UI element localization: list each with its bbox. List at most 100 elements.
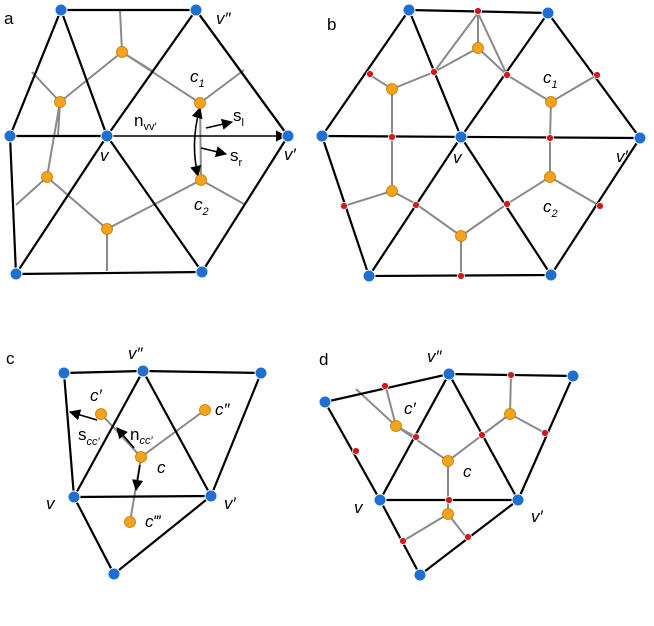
vertex-point bbox=[9, 267, 23, 281]
sl-label: sl bbox=[233, 106, 244, 129]
edge-midpoint bbox=[430, 68, 438, 76]
vertex-point bbox=[454, 130, 468, 144]
vertex-point bbox=[54, 3, 68, 17]
centroid-point bbox=[545, 96, 557, 108]
sr-label: sr bbox=[230, 146, 243, 169]
centroid-label-c2: c2 bbox=[543, 197, 558, 220]
vertex-point bbox=[318, 395, 332, 409]
centroid-point bbox=[124, 516, 136, 528]
s-vector-label: scc′ bbox=[78, 425, 101, 448]
vertex-point bbox=[541, 6, 555, 20]
panel-b: b v v′ c1 c2 bbox=[315, 3, 647, 283]
panel-c-centroids bbox=[95, 404, 211, 528]
centroid-point bbox=[504, 408, 516, 420]
vertex-point bbox=[373, 493, 387, 507]
edge-midpoint bbox=[478, 431, 486, 439]
edge-midpoint bbox=[507, 371, 515, 379]
centroid-label-c2: c2 bbox=[194, 195, 209, 218]
panel-c: c v″ v v′ c′ c″ c c‴ scc′ ncc′ bbox=[6, 344, 268, 581]
panel-a-centroids bbox=[41, 46, 207, 235]
vertex-point bbox=[281, 129, 295, 143]
edge-midpoint bbox=[412, 433, 420, 441]
n-vector-label: nvv′ bbox=[134, 111, 157, 133]
edge-midpoint bbox=[596, 202, 604, 210]
panel-a-dual-edges bbox=[15, 9, 245, 271]
panel-c-dual-edges bbox=[100, 409, 206, 523]
vertex-label-v-dprime: v″ bbox=[128, 344, 144, 363]
centroid-point bbox=[95, 408, 107, 420]
panel-a-mesh-edges bbox=[8, 8, 290, 276]
vertex-label-v-dprime: v″ bbox=[427, 347, 443, 366]
panel-d-vertices bbox=[318, 367, 580, 582]
vertex-label-v: v bbox=[354, 498, 364, 517]
edge-midpoint bbox=[388, 133, 396, 141]
panel-b-midpoints bbox=[340, 7, 604, 280]
panel-label: b bbox=[327, 15, 336, 34]
edge-midpoint bbox=[366, 70, 374, 78]
s-vector-arrow bbox=[68, 409, 98, 421]
vertex-point bbox=[442, 367, 456, 381]
vertex-label-v: v bbox=[453, 148, 463, 167]
vertex-point bbox=[107, 567, 121, 581]
vertex-point bbox=[67, 490, 81, 504]
centroid-label-c-tprime: c‴ bbox=[145, 512, 162, 531]
edge-midpoint bbox=[340, 202, 348, 210]
centroid-point bbox=[194, 97, 206, 109]
edge-midpoint bbox=[546, 134, 554, 142]
centroid-point bbox=[54, 96, 66, 108]
dual-edge-arrow bbox=[132, 464, 144, 492]
centroid-label-c-prime: c′ bbox=[404, 399, 417, 418]
vertex-label-v-prime: v′ bbox=[224, 494, 237, 513]
edge-midpoint bbox=[593, 71, 601, 79]
centroid-point bbox=[386, 83, 398, 95]
panel-b-centroids bbox=[386, 42, 557, 242]
sr-arrow bbox=[200, 146, 228, 158]
centroid-label-c1: c1 bbox=[543, 68, 558, 91]
centroid-point bbox=[199, 404, 211, 416]
vertex-label-v-prime: v′ bbox=[616, 147, 629, 166]
edge-midpoint bbox=[541, 429, 549, 437]
vertex-point bbox=[362, 269, 376, 283]
edge-midpoint bbox=[352, 447, 360, 455]
centroid-label-c: c bbox=[463, 462, 472, 481]
centroid-point bbox=[442, 508, 454, 520]
vertex-point bbox=[566, 369, 580, 383]
centroid-point bbox=[41, 171, 53, 183]
edge-midpoint bbox=[399, 537, 407, 545]
centroid-point bbox=[386, 185, 398, 197]
vertex-point bbox=[204, 489, 218, 503]
panel-a: a v v′ v″ c1 c2 nvv′ sl sr bbox=[3, 3, 297, 281]
centroid-point bbox=[544, 171, 556, 183]
n-vector-label: ncc′ bbox=[130, 425, 153, 447]
centroid-label-c1: c1 bbox=[190, 67, 205, 90]
panel-d-midpoints bbox=[352, 371, 549, 545]
centroid-point bbox=[116, 46, 128, 58]
vertex-point bbox=[57, 366, 71, 380]
centroid-label-c-dprime: c″ bbox=[215, 400, 231, 419]
panel-label: d bbox=[319, 350, 328, 369]
panel-label: a bbox=[4, 9, 14, 28]
edge-midpoint bbox=[474, 7, 482, 15]
centroid-point bbox=[390, 420, 402, 432]
centroid-point bbox=[195, 174, 207, 186]
vertex-point bbox=[413, 568, 427, 582]
vertex-label-v-dprime: v″ bbox=[216, 9, 232, 28]
panel-c-vertices bbox=[57, 364, 268, 581]
panel-b-dual-edges bbox=[343, 11, 601, 277]
vertex-label-v-prime: v′ bbox=[284, 145, 297, 164]
centroid-point bbox=[472, 42, 484, 54]
vertex-point bbox=[254, 366, 268, 380]
edge-midpoint bbox=[381, 382, 389, 390]
vertex-label-v: v bbox=[46, 494, 56, 513]
vertex-point bbox=[195, 265, 209, 279]
vertex-label-v-prime: v′ bbox=[531, 507, 544, 526]
vertex-point bbox=[633, 131, 647, 145]
centroid-point bbox=[101, 223, 113, 235]
vertex-point bbox=[511, 493, 525, 507]
panel-a-vectors bbox=[107, 106, 288, 178]
edge-midpoint bbox=[503, 71, 511, 79]
centroid-label-c-prime: c′ bbox=[90, 386, 103, 405]
vertex-point bbox=[189, 3, 203, 17]
vertex-label-v: v bbox=[100, 146, 110, 165]
